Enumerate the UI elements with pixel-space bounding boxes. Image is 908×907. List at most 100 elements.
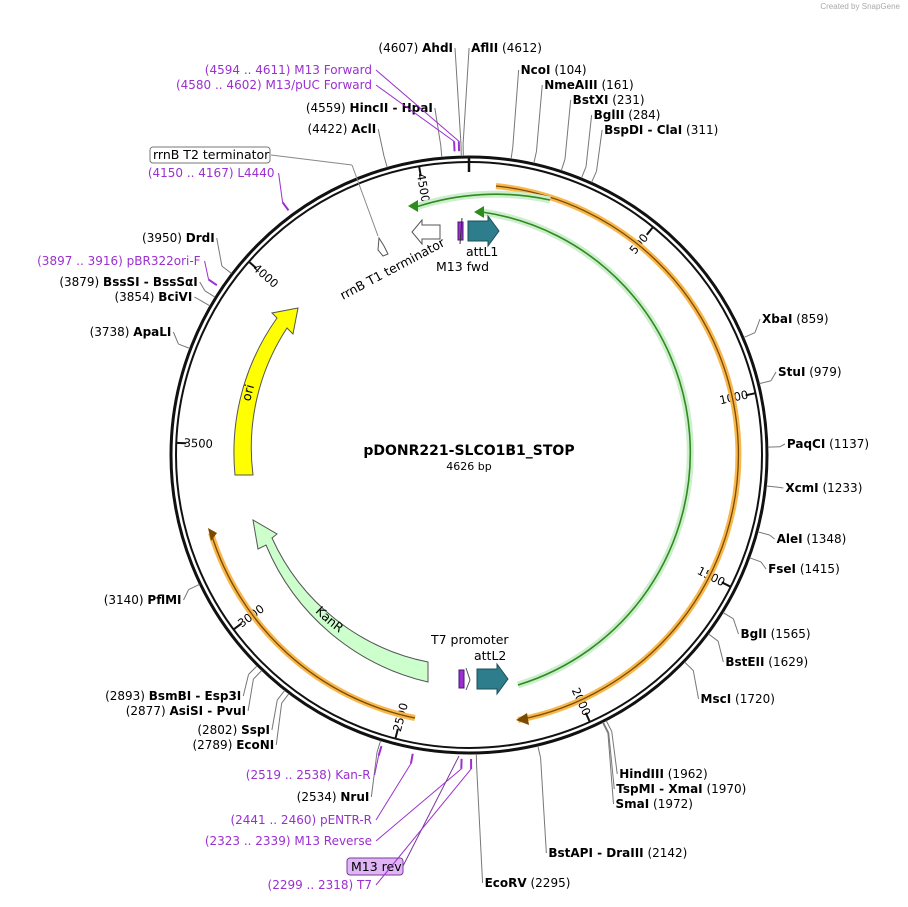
primer-label: (2299 .. 2318) T7: [268, 878, 372, 892]
credit: Created by SnapGene: [820, 2, 900, 11]
site-name: ApaLI: [133, 325, 171, 339]
m13rev-label: M13 rev: [351, 859, 402, 874]
site-leader-ext: [611, 731, 618, 775]
site-position: (3140): [104, 593, 148, 607]
site-position: (1720): [731, 692, 775, 706]
site-name: EcoNI: [236, 738, 274, 752]
site-leader-ext: [434, 107, 442, 146]
site-name: XbaI: [762, 312, 792, 326]
site-leader-ext: [779, 443, 786, 448]
attl1-arrow: [467, 214, 500, 248]
site-leader: [537, 745, 542, 758]
site-name: BstEII: [725, 655, 764, 669]
green-arrow-long-line: [415, 193, 551, 208]
site-leader: [684, 661, 694, 671]
site-leader-ext: [183, 589, 190, 601]
site-position: (1233): [819, 481, 863, 495]
site-position: (2295): [527, 876, 571, 890]
site-name: NruI: [340, 790, 369, 804]
site-leader-ext: [769, 534, 775, 540]
site-leader-ext: [462, 47, 470, 145]
site-leader-ext: [540, 757, 547, 854]
tick-mark: [645, 226, 654, 236]
site-position: (2802): [197, 723, 241, 737]
site-leader: [708, 633, 719, 642]
site-position: (231): [608, 93, 644, 107]
site-position: (2789): [192, 738, 236, 752]
primer-label: (4580 .. 4602) M13/pUC Forward: [176, 78, 372, 92]
attl2-label: attL2: [474, 648, 506, 663]
primer-name: M13 Reverse: [294, 834, 372, 848]
primer-name: pENTR-R: [320, 813, 372, 827]
site-leader: [188, 583, 200, 591]
rrnb-t2-leader: [270, 154, 353, 166]
site-label: (2534) NruI: [297, 790, 370, 804]
site-label: (2789) EcoNI: [192, 738, 274, 752]
site-leader-ext: [275, 703, 283, 746]
site-label: BstEII (1629): [725, 655, 808, 669]
site-leader-ext: [216, 237, 223, 267]
orange-arrow-left-head: [208, 528, 217, 541]
site-label: PaqCI (1137): [787, 437, 869, 451]
site-position: (311): [682, 123, 718, 137]
site-position: (2534): [297, 790, 341, 804]
site-name: EcoRV: [485, 876, 528, 890]
primer-range: (2323 .. 2339): [205, 834, 295, 848]
site-name: StuI: [778, 365, 805, 379]
orange-arrow-left-line: [210, 532, 416, 719]
site-label: BglII (284): [594, 108, 661, 122]
site-leader: [253, 670, 263, 680]
site-position: (979): [805, 365, 841, 379]
primer-name: Kan-R: [335, 768, 370, 782]
site-position: (1348): [803, 532, 847, 546]
site-position: (1137): [825, 437, 869, 451]
primer-leader: [375, 768, 462, 842]
site-position: (4612): [498, 41, 542, 55]
site-position: (3738): [90, 325, 134, 339]
rrnb-t1-arrow: [411, 218, 441, 246]
site-leader: [204, 290, 216, 298]
rrnb-t2-label: rrnB T2 terminator: [153, 147, 270, 162]
site-name: AclI: [351, 122, 376, 136]
rrnb-t2-arrow: [377, 236, 389, 257]
site-name: HindIII: [619, 767, 664, 781]
site-position: (284): [624, 108, 660, 122]
site-leader-ext: [596, 129, 603, 172]
site-leader-ext: [585, 114, 593, 167]
site-leader: [605, 720, 613, 732]
site-label: (3950) DrdI: [142, 231, 215, 245]
site-label: (2877) AsiSI - PvuI: [126, 704, 246, 718]
site-position: (1962): [664, 767, 708, 781]
site-leader: [510, 147, 514, 160]
site-leader: [248, 665, 258, 675]
site-leader-ext: [476, 765, 484, 884]
site-position: (1972): [649, 797, 693, 811]
site-leader-ext: [770, 371, 777, 381]
primer-label: (2519 .. 2538) Kan-R: [246, 768, 371, 782]
primer-bind-mark: [409, 753, 414, 764]
site-leader-lines: [172, 47, 786, 884]
site-label: NcoI (104): [521, 63, 587, 77]
m13fwd-mark: [459, 217, 463, 245]
attl2-purple-mark: [458, 669, 465, 689]
site-leader: [199, 299, 211, 307]
primer-range: (2299 .. 2318): [268, 878, 358, 892]
primer-label: (3897 .. 3916) pBR322ori-F: [37, 254, 201, 268]
tick-mark: [721, 581, 732, 588]
site-label: (4422) AclI: [307, 122, 376, 136]
site-leader: [722, 612, 734, 620]
site-label: AflII (4612): [471, 41, 542, 55]
m13rev-box: [346, 857, 404, 876]
m13rev-leader: [402, 755, 460, 867]
primer-name: M13 Forward: [294, 63, 372, 77]
site-position: (4607): [378, 41, 422, 55]
site-leader-ext: [247, 679, 254, 712]
tick-label: 4000: [250, 261, 281, 291]
site-name: AsiSI - PvuI: [169, 704, 246, 718]
site-label: HindIII (1962): [619, 767, 707, 781]
primer-range: (2441 .. 2460): [230, 813, 320, 827]
attl2-arrow: [476, 662, 509, 696]
site-name: BglII: [594, 108, 625, 122]
primer-name: pBR322ori-F: [127, 254, 201, 268]
